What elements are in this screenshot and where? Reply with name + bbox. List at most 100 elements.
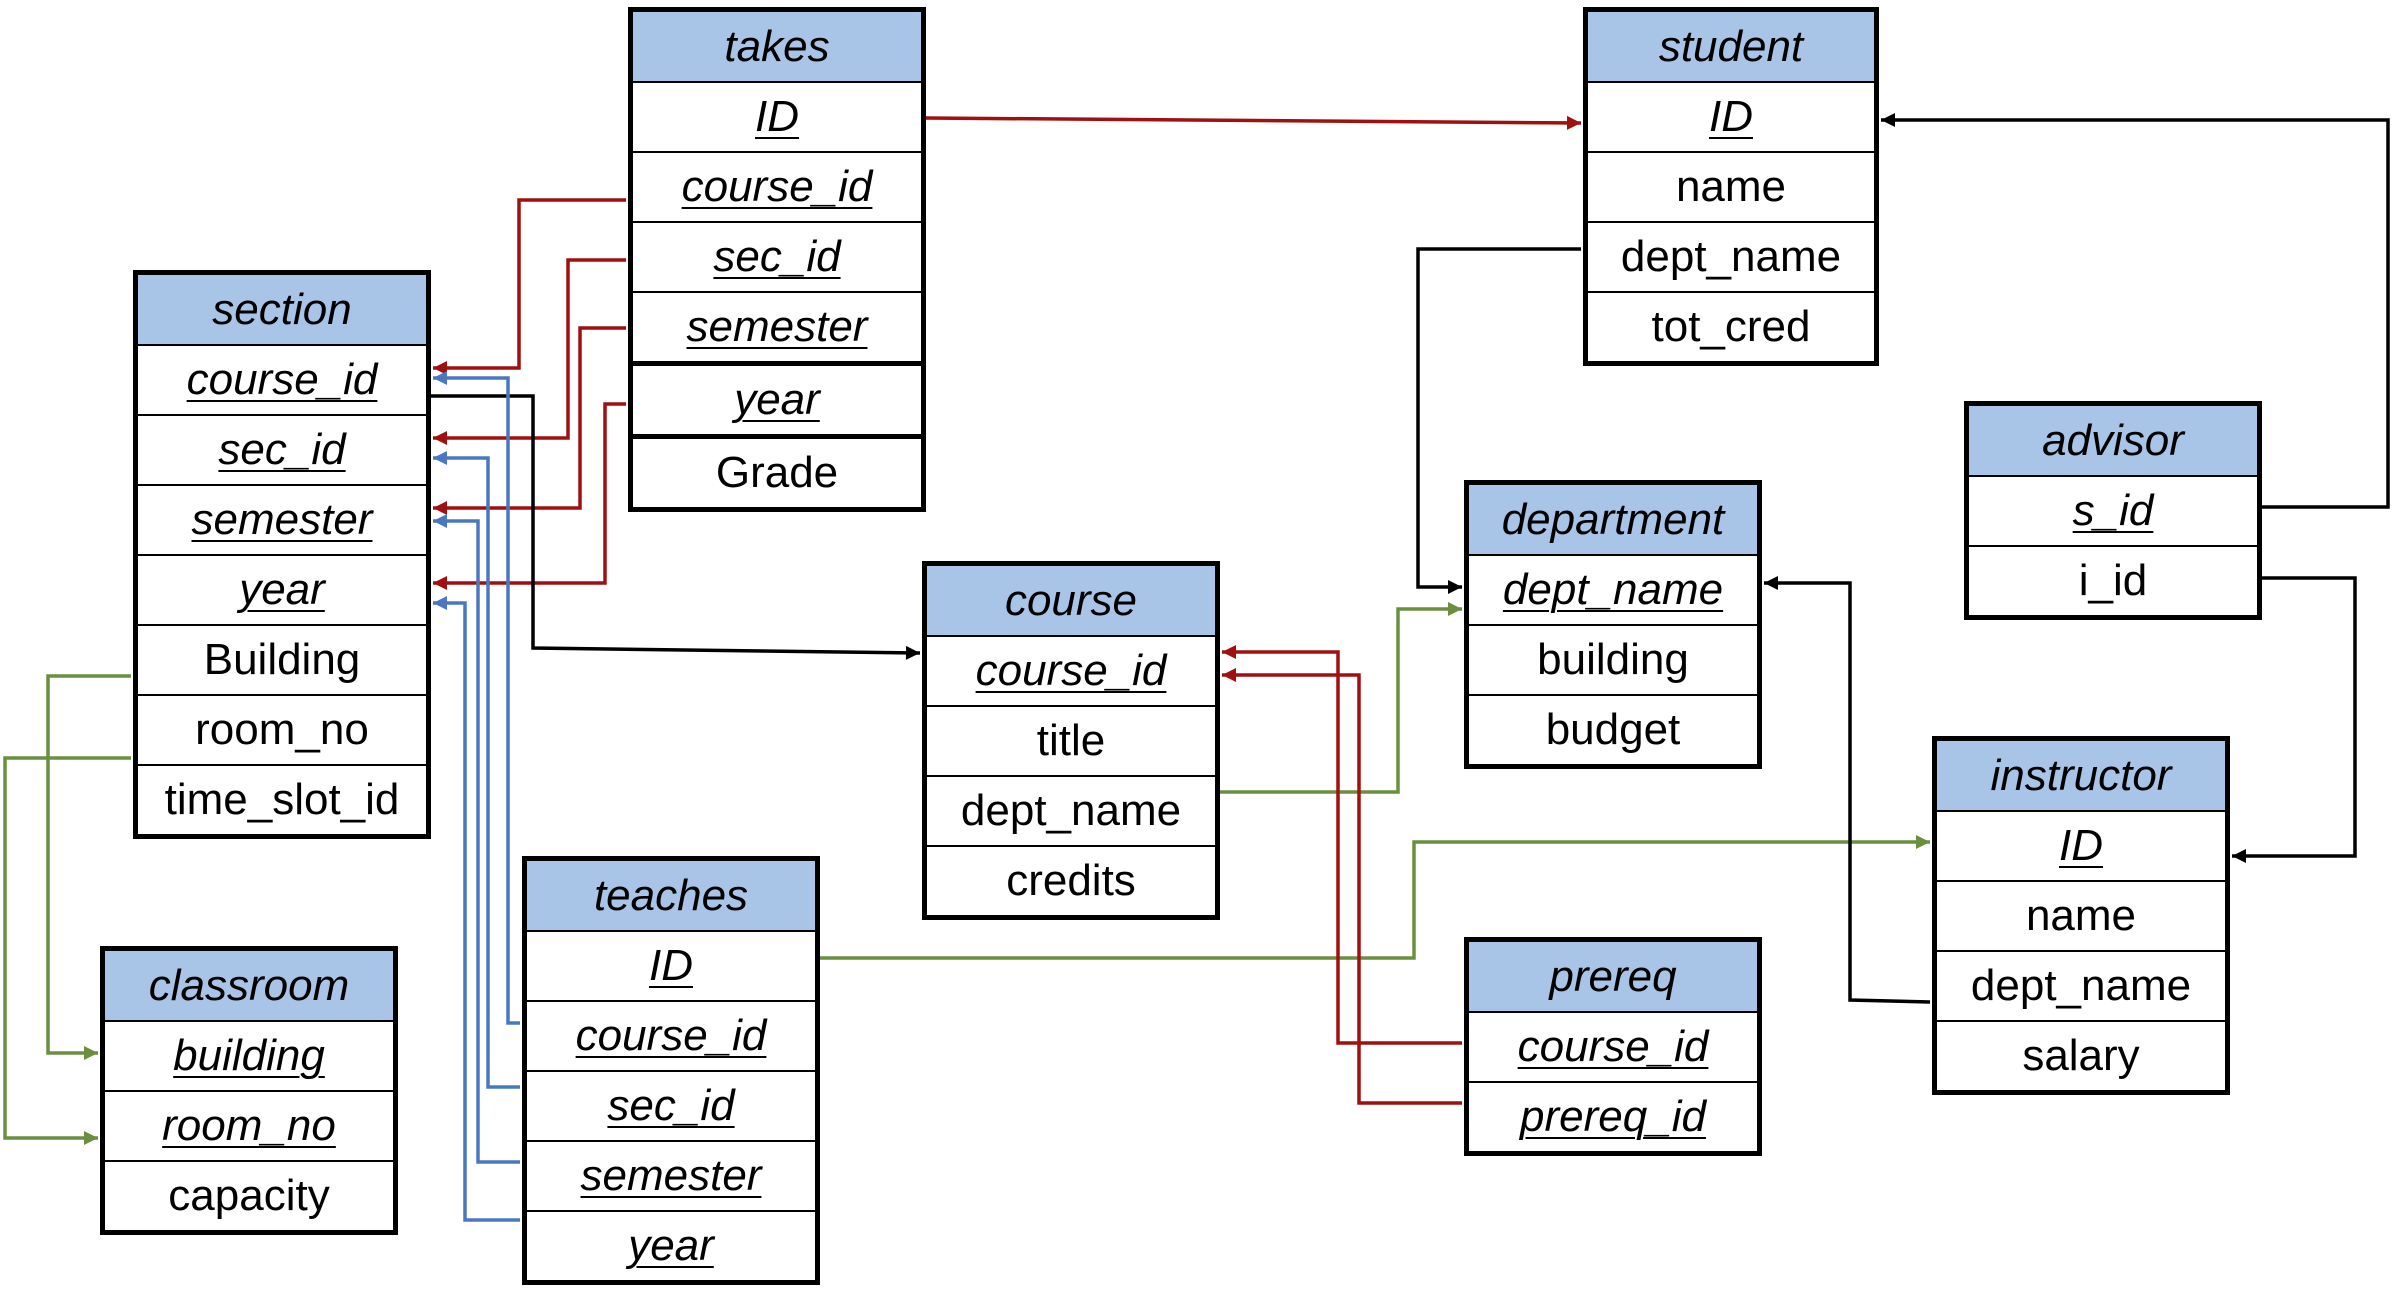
fk-teaches-course-id-to-section xyxy=(433,371,520,1025)
student-attr-tot_cred: tot_cred xyxy=(1651,302,1811,351)
classroom-attr-room_no: room_no xyxy=(105,1092,393,1162)
teaches-attr-semester: semester xyxy=(527,1142,815,1212)
student-attr-name: name xyxy=(1588,153,1874,223)
takes-attr-grade: Grade xyxy=(715,448,839,497)
prereq-attr-prereq_id: prereq_id xyxy=(1520,1092,1706,1141)
fk-teaches-id-to-instructor xyxy=(820,835,1930,960)
teaches-attr-course_id: course_id xyxy=(527,1002,815,1072)
arrowhead-icon xyxy=(2232,849,2246,863)
instructor-attr-id: ID xyxy=(1937,812,2225,882)
takes-attr-course_id: course_id xyxy=(633,153,921,223)
section-attr-time_slot_id: time_slot_id xyxy=(164,775,400,824)
department-table-header: department xyxy=(1469,485,1757,556)
fk-section-building-to-classroom xyxy=(46,674,131,1060)
arrowhead-icon xyxy=(84,1131,98,1145)
course-attr-title: title xyxy=(927,707,1215,777)
instructor-attr-salary: salary xyxy=(2022,1031,2140,1080)
fk-takes-year-to-section xyxy=(433,402,626,590)
arrowhead-icon xyxy=(433,431,447,445)
arrowhead-icon xyxy=(1448,580,1462,594)
course-attr-course_id: course_id xyxy=(927,637,1215,707)
fk-teaches-sec-id-to-section xyxy=(433,451,520,1089)
department-attr-building: building xyxy=(1469,626,1757,696)
advisor-table-header: advisor xyxy=(1969,406,2257,477)
fk-takes-semester-to-section xyxy=(433,326,626,515)
arrowhead-icon xyxy=(433,596,447,610)
student-attr-id: ID xyxy=(1588,83,1874,153)
fk-prereq-prereq-id-to-course xyxy=(1222,668,1462,1105)
arrowhead-icon xyxy=(1222,645,1236,659)
arrowhead-icon xyxy=(1764,576,1778,590)
course-attr-credits: credits xyxy=(1006,856,1136,905)
teaches-attr-id: ID xyxy=(527,932,815,1002)
teaches-attr-sec_id: sec_id xyxy=(527,1072,815,1142)
fk-advisor-sid-to-student xyxy=(1881,113,2390,509)
instructor-table-header: instructor xyxy=(1937,741,2225,812)
course-table-header: course xyxy=(927,566,1215,637)
arrowhead-icon xyxy=(433,576,447,590)
department-attr-budget: budget xyxy=(1545,705,1681,754)
fk-teaches-semester-to-section xyxy=(433,514,520,1164)
arrowhead-icon xyxy=(433,514,447,528)
arrowhead-icon xyxy=(1222,668,1236,682)
takes-table-header: takes xyxy=(633,12,921,83)
section-attr-building: Building xyxy=(138,626,426,696)
fk-advisor-iid-to-instructor xyxy=(2232,576,2357,863)
fk-takes-id-to-student-id xyxy=(925,115,1582,130)
prereq-table-header: prereq xyxy=(1469,942,1757,1013)
fk-section-room-no-to-classroom xyxy=(3,756,131,1145)
section-attr-course_id: course_id xyxy=(138,346,426,416)
section-attr-room_no: room_no xyxy=(138,696,426,766)
arrowhead-icon xyxy=(433,371,447,385)
arrowhead-icon xyxy=(433,451,447,465)
fk-takes-course-id-to-section xyxy=(433,198,626,375)
takes-attr-sec_id: sec_id xyxy=(633,223,921,293)
fk-takes-sec-id-to-section xyxy=(433,258,626,445)
arrowhead-icon xyxy=(1881,113,1895,127)
fk-section-course-id-to-course xyxy=(431,394,921,660)
arrowhead-icon xyxy=(433,361,447,375)
fk-instructor-dept-to-department xyxy=(1764,576,1931,1004)
arrowhead-icon xyxy=(1916,835,1930,849)
department-attr-dept_name: dept_name xyxy=(1469,556,1757,626)
prereq-attr-course_id: course_id xyxy=(1469,1013,1757,1083)
arrowhead-icon xyxy=(1566,115,1581,130)
teaches-table-header: teaches xyxy=(527,861,815,932)
arrowhead-icon xyxy=(905,645,920,660)
student-table-header: student xyxy=(1588,12,1874,83)
section-table-header: section xyxy=(138,275,426,346)
classroom-table-header: classroom xyxy=(105,951,393,1022)
classroom-attr-building: building xyxy=(105,1022,393,1092)
section-attr-sec_id: sec_id xyxy=(138,416,426,486)
fk-student-dept-to-department xyxy=(1416,247,1581,594)
teaches-attr-year: year xyxy=(628,1221,714,1270)
course-attr-dept_name: dept_name xyxy=(927,777,1215,847)
takes-attr-year: year xyxy=(633,366,921,439)
classroom-attr-capacity: capacity xyxy=(168,1171,330,1220)
student-attr-dept_name: dept_name xyxy=(1588,223,1874,293)
fk-prereq-course-id-to-course xyxy=(1222,645,1462,1045)
fk-teaches-year-to-section xyxy=(433,596,520,1222)
section-attr-year: year xyxy=(138,556,426,626)
arrowhead-icon xyxy=(1448,602,1462,616)
section-attr-semester: semester xyxy=(138,486,426,556)
fk-course-dept-to-department xyxy=(1220,602,1462,794)
arrowhead-icon xyxy=(84,1046,98,1060)
takes-attr-semester: semester xyxy=(633,293,921,366)
takes-attr-id: ID xyxy=(633,83,921,153)
instructor-attr-dept_name: dept_name xyxy=(1937,952,2225,1022)
advisor-attr-i_id: i_id xyxy=(2078,556,2148,605)
instructor-attr-name: name xyxy=(1937,882,2225,952)
arrowhead-icon xyxy=(433,501,447,515)
